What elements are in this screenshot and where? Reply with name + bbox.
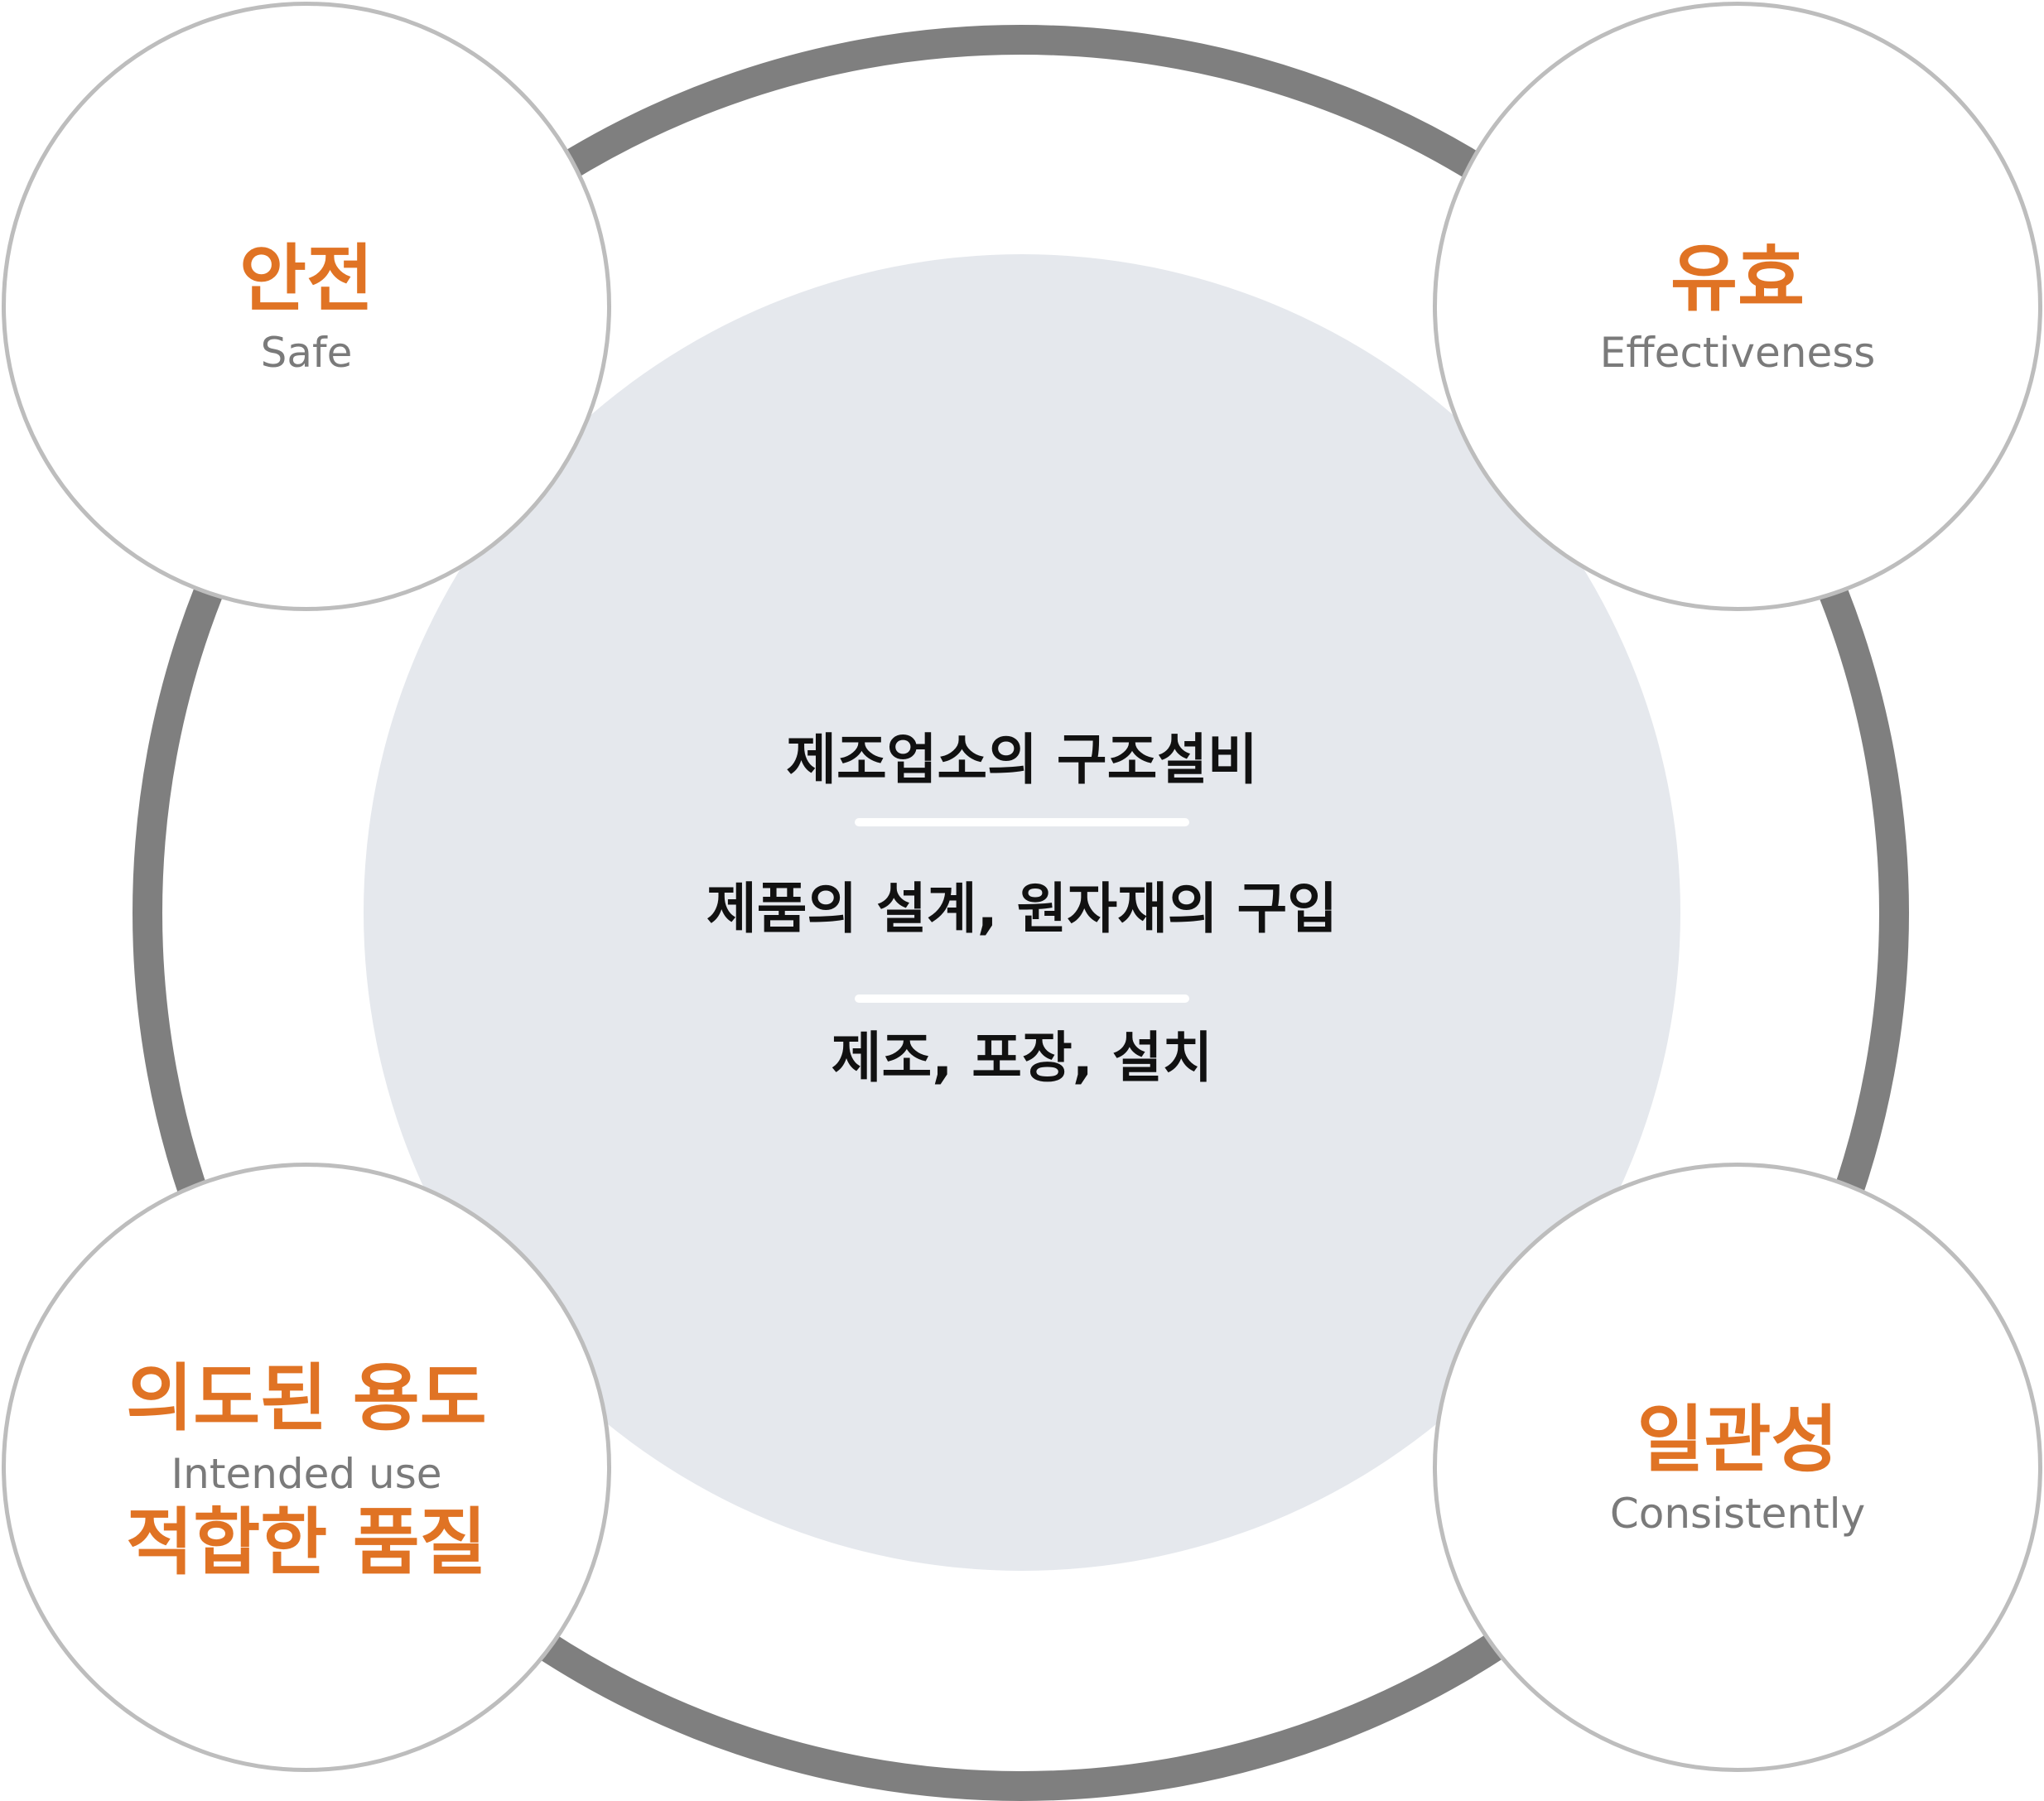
node-consistency-title: 일관성 bbox=[1637, 1397, 1839, 1482]
center-line-design: 제품의 설계, 원자재의 구입 bbox=[706, 877, 1338, 941]
node-safe: 안전 Safe bbox=[2, 2, 611, 611]
node-consistency: 일관성 Consistently bbox=[1433, 1163, 2042, 1772]
node-safe-subtitle: Safe bbox=[260, 329, 353, 377]
node-intended-use: 의도된 용도 Intended use 적합한 품질 bbox=[2, 1163, 611, 1772]
node-effectiveness-title: 유효 bbox=[1670, 236, 1805, 321]
node-safe-title: 안전 bbox=[239, 236, 374, 321]
node-intended-use-quality: 적합한 품질 bbox=[126, 1500, 487, 1585]
center-line-manufacture: 제조, 포장, 설치 bbox=[831, 1026, 1213, 1090]
node-intended-use-subtitle: Intended use bbox=[171, 1450, 442, 1498]
node-consistency-subtitle: Consistently bbox=[1609, 1490, 1866, 1538]
node-effectiveness: 유효 Effectiveness bbox=[1433, 2, 2042, 611]
node-effectiveness-subtitle: Effectiveness bbox=[1599, 329, 1876, 377]
node-intended-use-title: 의도된 용도 bbox=[126, 1356, 487, 1441]
center-divider-bottom bbox=[855, 994, 1189, 1003]
center-divider-top bbox=[855, 818, 1189, 826]
center-line-facility: 제조업소의 구조설비 bbox=[786, 728, 1258, 792]
